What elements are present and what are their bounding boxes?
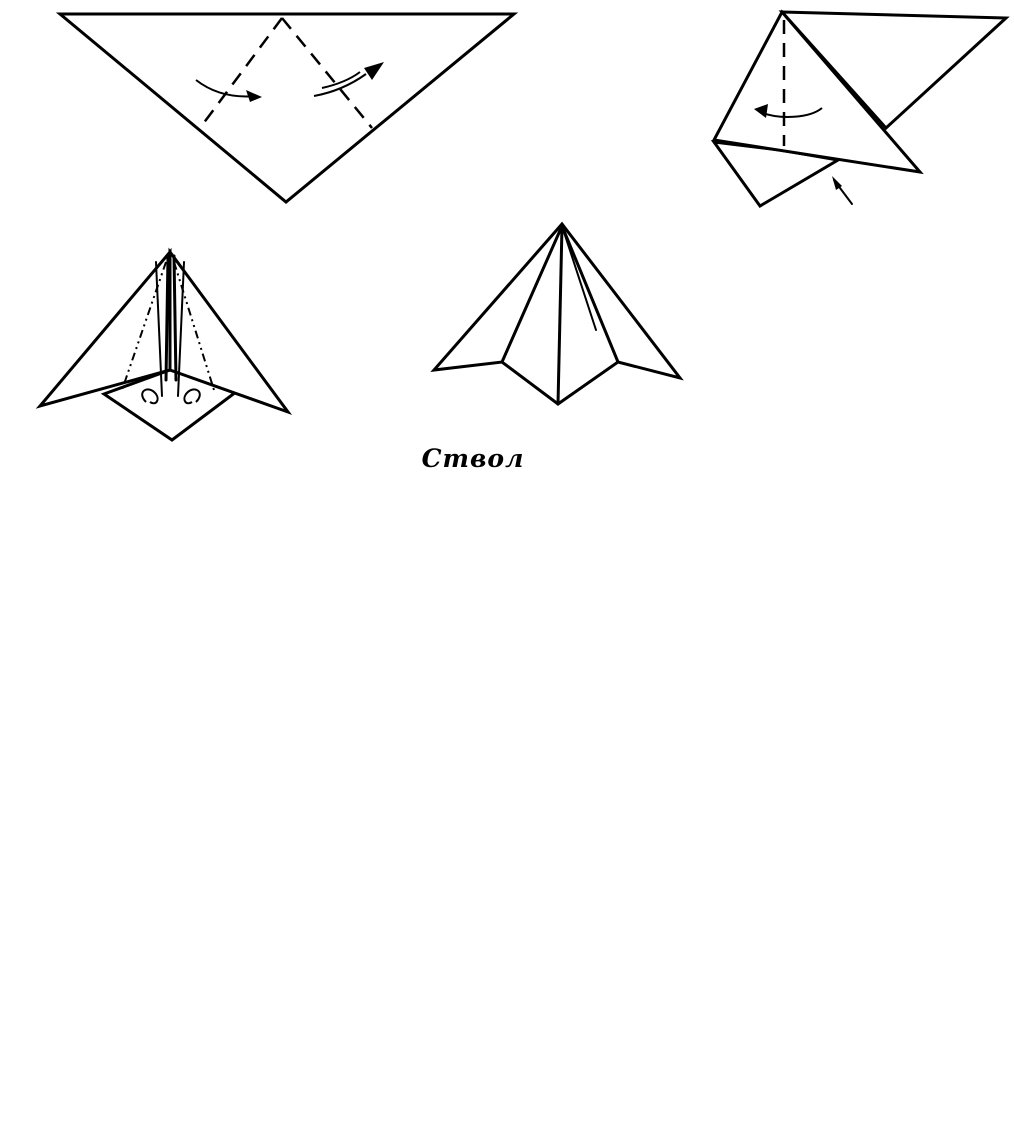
step-3-kite-tuck-icon (40, 252, 288, 440)
step-2-corner-fold-icon (714, 12, 1006, 206)
section-label-trunk: Ствол (408, 444, 538, 473)
step-1-triangle-fold-icon (60, 14, 514, 202)
step-4-crown-shape-icon (434, 224, 680, 404)
